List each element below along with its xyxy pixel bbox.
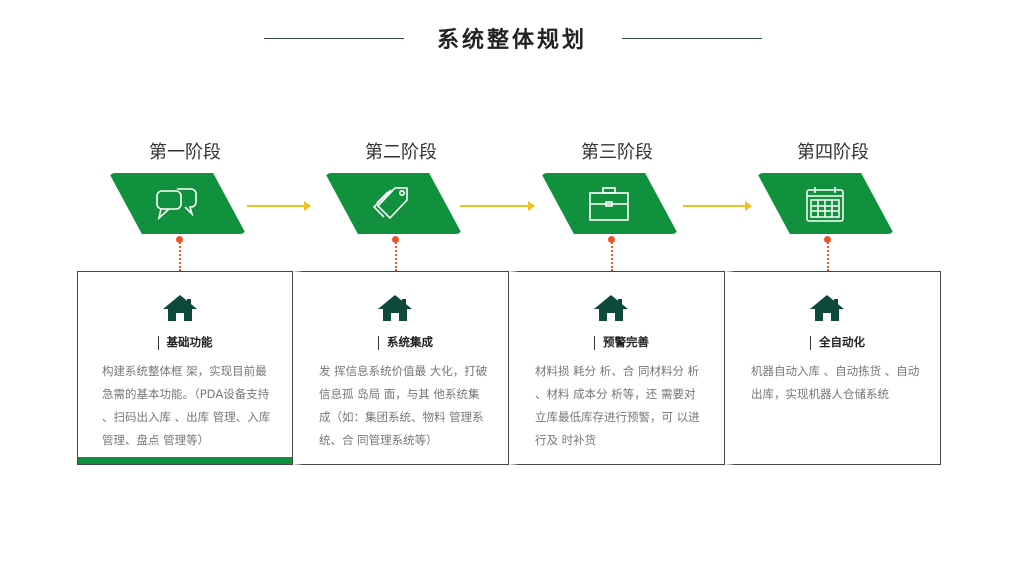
stage-1: 第一阶段 基础功能 构建系统整体框 架，实现目前最 急需的基本功能。（PDA设备…: [77, 0, 293, 576]
connector-line: [395, 239, 397, 271]
chat-bubbles-icon: [156, 188, 197, 221]
tags-icon: [372, 187, 408, 220]
house-icon: [378, 295, 412, 321]
card-title: 系统集成: [387, 335, 433, 349]
arrow-2-3: [460, 201, 535, 211]
house-icon: [163, 295, 197, 321]
arrow-1-2: [247, 201, 311, 211]
card-body: 发 挥信息系统价值最 大化，打破信息孤 岛局 面，与其 他系统集成（如：集团系统…: [319, 364, 488, 447]
card-body: 材料损 耗分 析、合 同材料分 析 、材料 成本分 析等，还 需要对立库最低库存…: [535, 364, 700, 447]
stage-icon-box: [325, 173, 462, 234]
card-body: 构建系统整体框 架，实现目前最 急需的基本功能。（PDA设备支持 、扫码出入库 …: [102, 364, 271, 447]
calendar-icon: [806, 187, 844, 222]
connector-line: [611, 239, 613, 271]
stage-card: 预警完善 材料损 耗分 析、合 同材料分 析 、材料 成本分 析等，还 需要对立…: [509, 271, 725, 465]
house-icon: [594, 295, 628, 321]
stage-label: 第二阶段: [365, 142, 437, 163]
title-line-left: [264, 38, 404, 39]
card-title: 全自动化: [819, 335, 865, 349]
stage-2: 第二阶段 系统集成 发 挥信息系统价值最 大化，打破信息孤 岛局 面，与其 他系…: [293, 0, 509, 576]
stage-icon-box: [541, 173, 678, 234]
stage-card: 系统集成 发 挥信息系统价值最 大化，打破信息孤 岛局 面，与其 他系统集成（如…: [293, 271, 509, 465]
stage-label: 第四阶段: [797, 142, 869, 163]
title-line-right: [622, 38, 762, 39]
stage-card: 基础功能 构建系统整体框 架，实现目前最 急需的基本功能。（PDA设备支持 、扫…: [77, 271, 293, 465]
card-body: 机器自动入库 、自动拣货 、自动出库，实现机器人仓储系统: [751, 364, 920, 401]
card-title: 基础功能: [166, 335, 213, 349]
stage-label: 第三阶段: [581, 142, 653, 163]
stage-label: 第一阶段: [149, 142, 221, 163]
briefcase-icon: [589, 187, 629, 221]
page-title: 系统整体规划: [436, 28, 587, 53]
card-title: 预警完善: [603, 335, 649, 349]
active-bar: [78, 457, 292, 464]
stage-icon-box: [757, 173, 894, 234]
stage-icon-box: [109, 173, 246, 234]
connector-line: [827, 239, 829, 271]
stage-4: 第四阶段 全自动化 机器自动入库 、自动拣货 、自动出库，实现机器人仓储系统: [725, 0, 941, 576]
stage-3: 第三阶段 预警完善 材料损 耗分 析、合 同材料分 析 、材料 成本分 析等，还…: [509, 0, 725, 576]
arrow-3-4: [683, 201, 752, 211]
house-icon: [810, 295, 844, 321]
stage-card: 全自动化 机器自动入库 、自动拣货 、自动出库，实现机器人仓储系统: [725, 271, 941, 465]
connector-line: [179, 239, 181, 271]
